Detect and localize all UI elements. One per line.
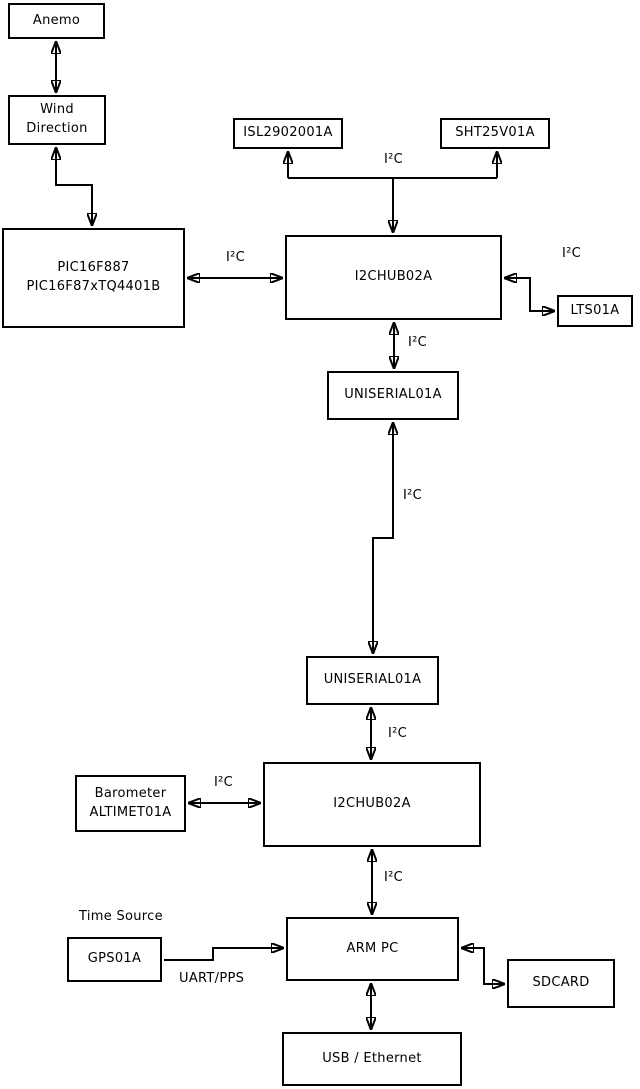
edge-wind-pic [56,147,92,226]
label-i2c-barometer-hub: I²C [214,775,234,790]
label-i2c-hub-lts: I²C [562,246,582,261]
label-uart-pps: UART/PPS [179,971,245,986]
label-i2c-uniserial-hub2: I²C [388,726,408,741]
node-uniserial01a-top: UNISERIAL01A [327,371,459,420]
label-i2c-hub-uniserial: I²C [408,335,428,350]
node-uniserial01a-bottom: UNISERIAL01A [306,656,439,705]
label-i2c-sensor-bus: I²C [384,152,404,167]
node-isl2902001a: ISL2902001A [233,118,343,149]
label-i2c-pic-hub: I²C [226,250,246,265]
node-barometer-altimet01a: Barometer ALTIMET01A [75,775,186,832]
node-arm-pc: ARM PC [286,917,459,981]
edge-i2chub-lts [504,278,555,311]
label-time-source: Time Source [79,909,163,924]
node-sht25v01a: SHT25V01A [440,118,550,149]
node-gps01a: GPS01A [67,937,162,982]
node-sdcard: SDCARD [507,959,615,1008]
node-anemo: Anemo [8,3,105,39]
node-usb-ethernet: USB / Ethernet [282,1032,462,1086]
node-lts01a: LTS01A [557,295,633,327]
edge-gps-armpc [164,948,284,961]
edge-armpc-sdcard [461,948,505,984]
label-i2c-hub2-armpc: I²C [384,870,404,885]
edge-uniserial-link [373,422,393,654]
node-i2chub02a-bottom: I2CHUB02A [263,762,481,847]
label-i2c-uniserial-link: I²C [403,488,423,503]
node-wind-direction: Wind Direction [8,95,106,145]
node-pic16f887: PIC16F887 PIC16F87xTQ4401B [2,228,185,328]
node-i2chub02a-top: I2CHUB02A [285,235,502,320]
